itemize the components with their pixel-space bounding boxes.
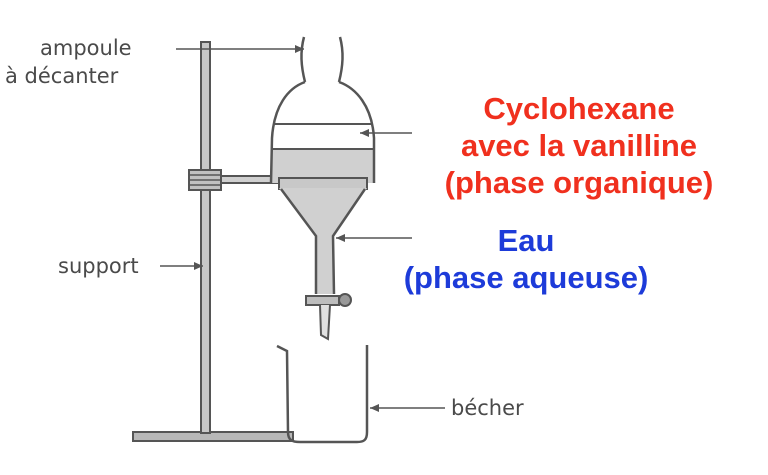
stand-rod [200, 41, 211, 434]
leader-organic [360, 129, 412, 137]
beaker [276, 344, 369, 444]
leader-becher [370, 404, 445, 412]
leader-ampoule [176, 45, 304, 53]
aqueous-line-1: Eau [497, 223, 555, 258]
ring-support [278, 177, 368, 190]
funnel-bulb [269, 80, 376, 184]
funnel-neck [300, 36, 344, 83]
funnel-stem [279, 188, 367, 295]
label-ampoule-line2: à décanter [5, 64, 119, 88]
leader-support [160, 262, 203, 270]
label-becher: bécher [451, 396, 524, 420]
organic-phase-annotation: Cyclohexane avec la vanilline (phase org… [399, 90, 759, 201]
stand-base [132, 431, 294, 442]
label-ampoule-line1: ampoule [40, 36, 132, 60]
aqueous-phase-annotation: Eau (phase aqueuse) [356, 222, 696, 296]
organic-line-2: avec la vanilline [460, 128, 698, 163]
aqueous-line-2: (phase aqueuse) [403, 260, 649, 295]
stopcock [305, 295, 340, 306]
organic-line-3: (phase organique) [444, 165, 714, 200]
organic-line-1: Cyclohexane [483, 91, 675, 126]
leader-aqueous [336, 234, 412, 242]
drip-tip [319, 304, 331, 341]
stopcock-key [338, 293, 352, 307]
label-support: support [58, 254, 139, 278]
